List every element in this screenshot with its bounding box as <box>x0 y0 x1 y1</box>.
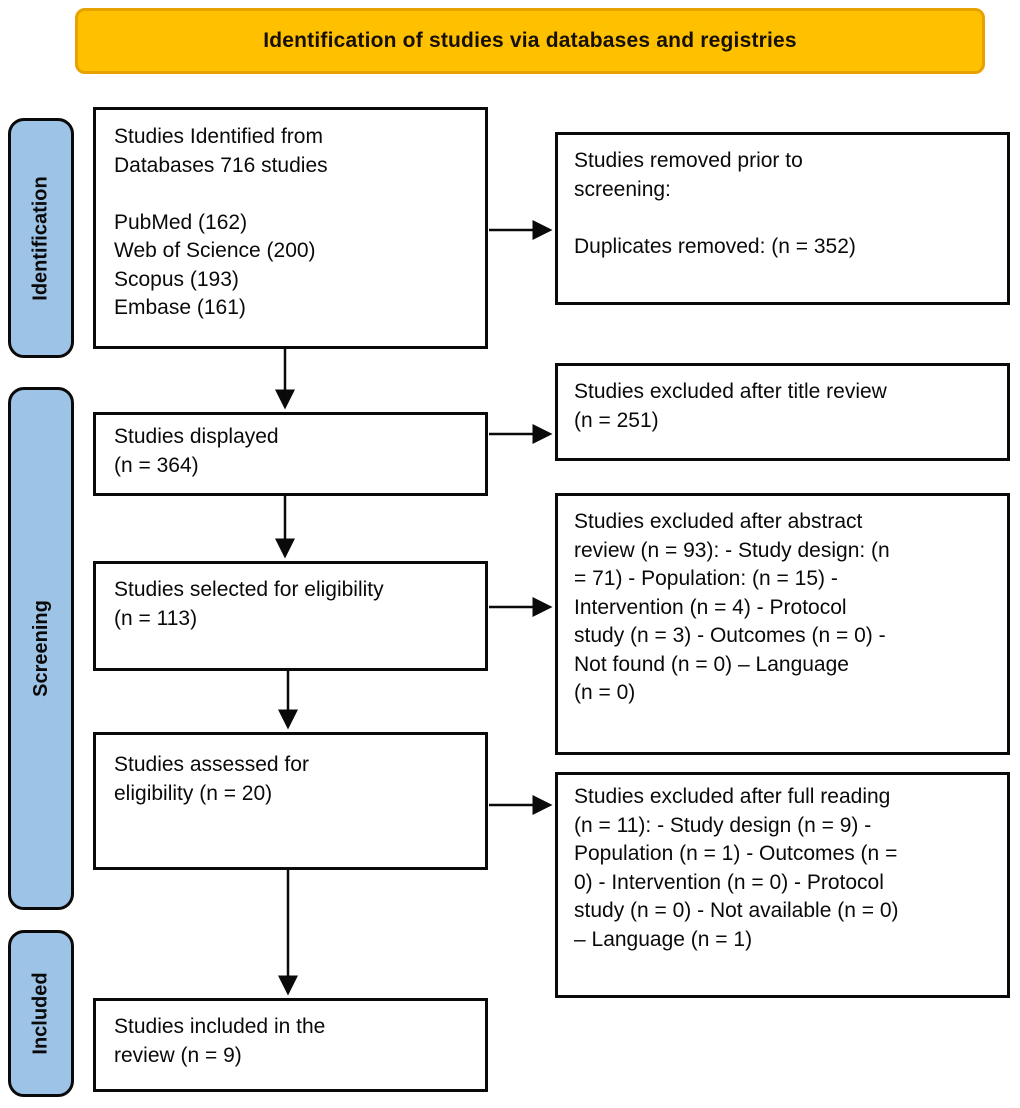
box-excluded-title-review: Studies excluded after title review (n =… <box>555 363 1010 461</box>
diagram-title-banner: Identification of studies via databases … <box>75 8 985 74</box>
stage-label-text: Screening <box>29 600 52 697</box>
stage-label-text: Included <box>29 972 52 1055</box>
box-excluded-abstract-review: Studies excluded after abstract review (… <box>555 493 1010 755</box>
box-removed-prior-screening: Studies removed prior to screening: Dupl… <box>555 132 1010 305</box>
stage-label-identification: Identification <box>8 118 74 358</box>
box-studies-included: Studies included in the review (n = 9) <box>93 998 488 1092</box>
stage-label-text: Identification <box>29 175 52 301</box>
box-excluded-full-reading: Studies excluded after full reading (n =… <box>555 772 1010 998</box>
box-studies-identified: Studies Identified from Databases 716 st… <box>93 107 488 349</box>
box-studies-assessed: Studies assessed for eligibility (n = 20… <box>93 732 488 870</box>
box-studies-displayed: Studies displayed (n = 364) <box>93 412 488 496</box>
stage-label-screening: Screening <box>8 387 74 910</box>
stage-label-included: Included <box>8 930 74 1097</box>
box-studies-selected: Studies selected for eligibility (n = 11… <box>93 561 488 671</box>
diagram-title: Identification of studies via databases … <box>263 29 797 52</box>
